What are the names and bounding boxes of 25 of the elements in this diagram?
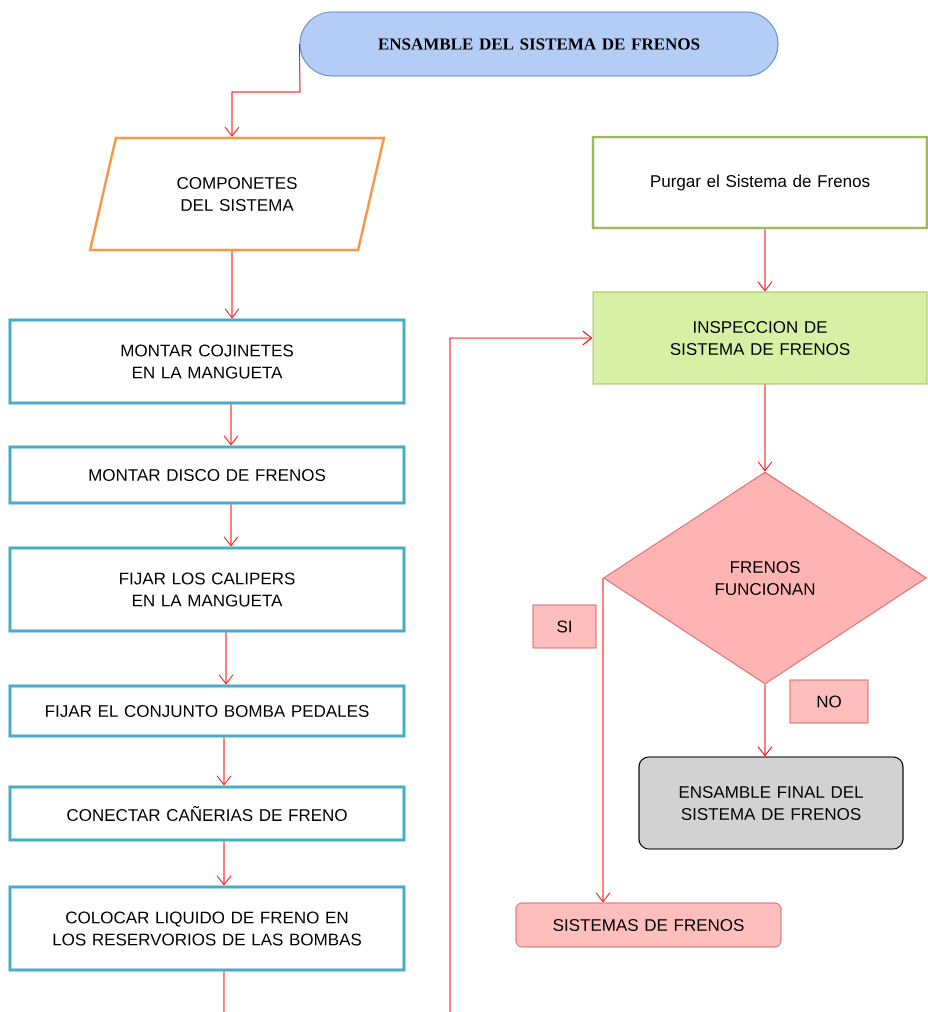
arrow: [757, 384, 773, 472]
arrow: [223, 404, 239, 446]
process-box: COLOCAR LIQUIDO DE FRENO EN LOS RESERVORIOS DE LAS BOMBAS: [8, 885, 406, 972]
process-box: FIJAR LOS CALIPERS EN LA MANGUETA: [8, 546, 406, 633]
process-box: MONTAR COJINETES EN LA MANGUETA: [8, 318, 406, 405]
process-box: INSPECCION DE SISTEMA DE FRENOS: [592, 291, 928, 385]
answer-box: NO: [789, 679, 869, 724]
input-parallelogram: COMPONETES DEL SISTEMA: [88, 136, 386, 252]
arrow: [449, 330, 593, 1012]
answer-box: SI: [532, 604, 597, 649]
arrow: [216, 737, 232, 786]
arrow: [757, 684, 773, 757]
process-box: Purgar el Sistema de Frenos: [591, 135, 928, 230]
process-box: MONTAR DISCO DE FRENOS: [8, 445, 406, 505]
arrow: [224, 43, 301, 137]
arrow: [224, 250, 240, 319]
process-box: CONECTAR CAÑERIAS DE FRENO: [8, 785, 406, 842]
arrow: [223, 504, 239, 547]
arrow: [757, 228, 773, 292]
arrow: [218, 632, 234, 685]
process-box: FIJAR EL CONJUNTO BOMBA PEDALES: [8, 684, 406, 738]
arrow: [595, 577, 611, 903]
result-box: SISTEMAS DE FRENOS: [515, 902, 782, 948]
terminal-box: ENSAMBLE FINAL DEL SISTEMA DE FRENOS: [638, 756, 904, 850]
arrow: [216, 841, 232, 886]
